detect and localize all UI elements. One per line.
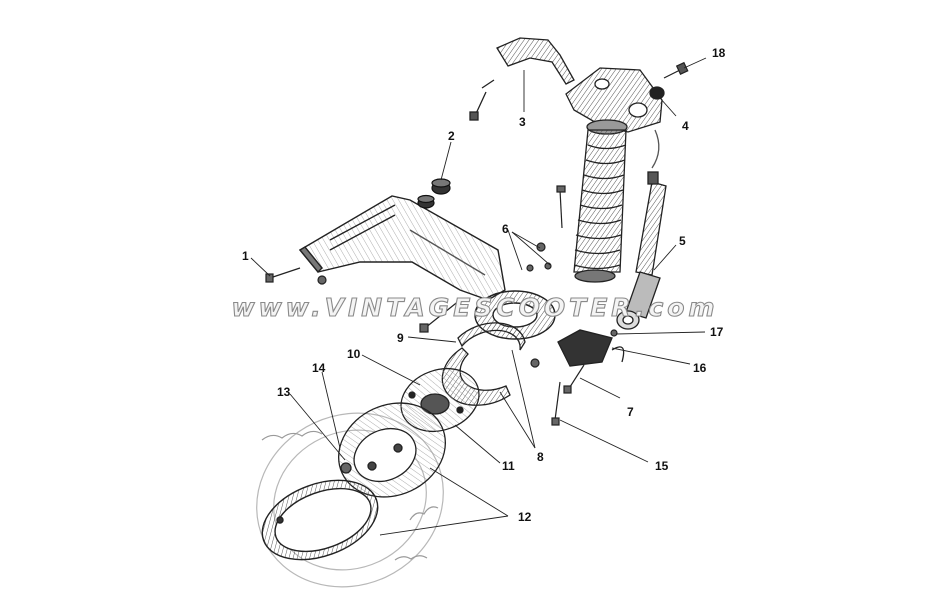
callout-17: 17 [710,325,724,339]
wheel-rim [261,479,379,561]
callout-9: 9 [397,331,404,345]
top-mount-block [565,67,665,133]
shock-absorber [616,129,667,330]
callout-13: 13 [277,385,291,399]
callout-16: 16 [693,361,707,375]
callout-labels: 1 2 3 4 5 6 7 8 9 10 11 12 13 14 15 16 1… [242,46,726,524]
callout-4: 4 [682,119,689,133]
callout-18: 18 [712,46,726,60]
bolt-18 [663,61,689,79]
watermark: www.VINTAGESCOOTER.com [231,293,718,322]
callout-3: 3 [519,115,526,129]
coil-spring [573,119,628,283]
upper-mount-bracket [469,37,575,121]
callout-6: 6 [502,222,509,236]
rubber-bushes [417,178,451,209]
callout-12: 12 [518,510,532,524]
callout-2: 2 [448,129,455,143]
callout-1: 1 [242,249,249,263]
callout-10: 10 [347,347,361,361]
callout-5: 5 [679,234,686,248]
callout-11: 11 [502,459,515,473]
callout-7: 7 [627,405,634,419]
leader-lines [250,57,707,536]
callout-15: 15 [655,459,669,473]
wheel-hub [337,402,447,498]
small-hardware [265,185,618,426]
callout-14: 14 [312,361,326,375]
callout-8: 8 [537,450,544,464]
